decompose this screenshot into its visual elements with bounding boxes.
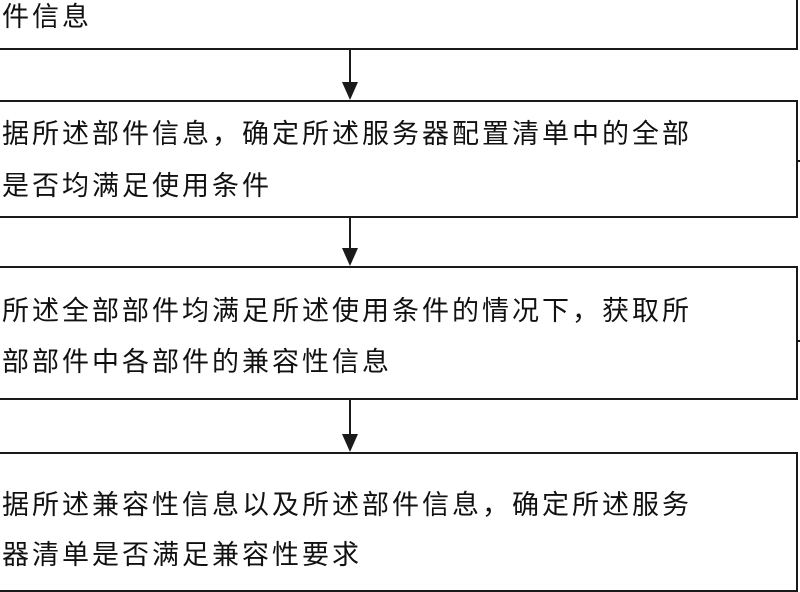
arrow-2-shaft [349,218,351,250]
arrow-3-shaft [349,400,351,436]
step-4-text-line-2: 器清单是否满足兼容性要求 [2,540,362,571]
step-2-text-line-2: 是否均满足使用条件 [2,171,272,202]
arrow-1-shaft [349,50,351,84]
arrow-2-head [342,248,358,266]
flow-step-2: 据所述部件信息，确定所述服务器配置清单中的全部 是否均满足使用条件 [0,100,798,218]
flow-step-3: 所述全部部件均满足所述使用条件的情况下，获取所 部部件中各部件的兼容性信息 [0,266,798,400]
flow-step-1: 件信息 [0,0,798,50]
arrow-1-head [342,82,358,100]
arrow-3-head [342,434,358,452]
flow-arrow-1 [340,50,360,100]
flow-step-4: 据所述兼容性信息以及所述部件信息，确定所述服务 器清单是否满足兼容性要求 [0,452,798,592]
step-2-text-line-1: 据所述部件信息，确定所述服务器配置清单中的全部 [2,119,692,150]
step-3-text-line-2: 部部件中各部件的兼容性信息 [2,347,392,378]
step-3-text-line-1: 所述全部部件均满足所述使用条件的情况下，获取所 [2,296,692,327]
flow-arrow-2 [340,218,360,266]
connector-stub-1 [796,160,800,162]
flow-arrow-3 [340,400,360,452]
step-4-text-line-1: 据所述兼容性信息以及所述部件信息，确定所述服务 [2,490,692,521]
step-1-text-line-1: 件信息 [2,2,92,33]
connector-stub-2 [796,340,800,342]
